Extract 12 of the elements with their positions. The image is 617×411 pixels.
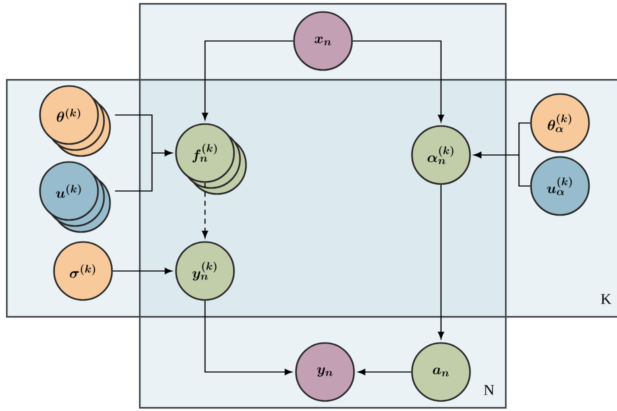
stacked-variable-circles: $\boldsymbol{u^{(k)}}$ — [39, 161, 111, 233]
stacked-variable-circles: $\boldsymbol{f_n^{(k)}}$ — [175, 123, 247, 195]
stacked-variable-circles: $\boldsymbol{\theta^{(k)}}$ — [39, 85, 111, 157]
arrow — [474, 152, 530, 187]
arrow — [352, 40, 444, 122]
arrow — [204, 300, 292, 376]
arrow — [358, 368, 412, 376]
arrow — [112, 268, 172, 274]
arrow — [438, 184, 444, 340]
arrow — [115, 150, 172, 192]
arrow — [202, 182, 208, 238]
arrow — [202, 40, 294, 120]
